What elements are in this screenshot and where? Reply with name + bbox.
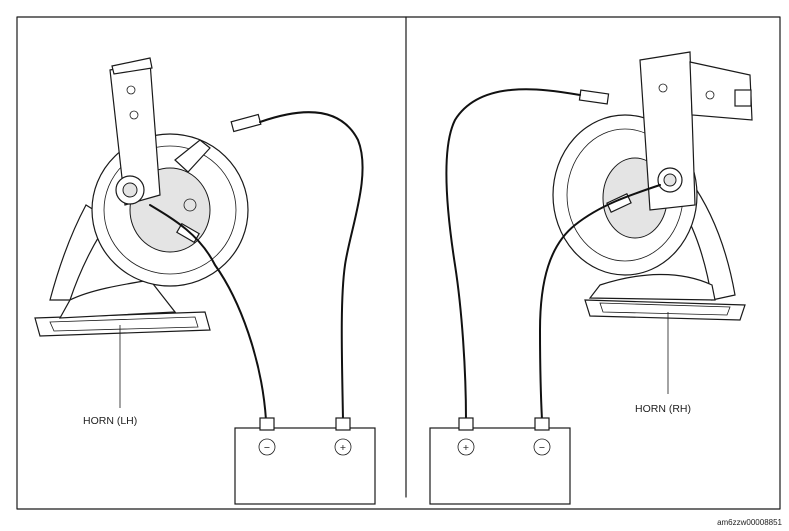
- battery-rh: + −: [429, 417, 571, 505]
- wire-rh-negative: [539, 184, 661, 421]
- wire-rh-positive: [445, 88, 581, 421]
- battery-rh-positive-terminal: +: [463, 442, 469, 454]
- reference-code: am6zzw00008851: [717, 518, 782, 527]
- battery-lh-positive-terminal: +: [340, 442, 346, 454]
- battery-rh-negative-terminal: −: [539, 442, 545, 454]
- wire-lh-negative: [149, 204, 267, 421]
- left-panel: − + HORN (LH): [34, 57, 376, 505]
- horn-rh-label: HORN (RH): [635, 403, 691, 415]
- diagram-frame: [16, 16, 781, 510]
- horn-lh-label: HORN (LH): [83, 415, 137, 427]
- battery-lh-negative-terminal: −: [264, 442, 270, 454]
- wire-lh-positive: [259, 111, 364, 421]
- horn-rh-assembly: [552, 51, 753, 321]
- battery-lh: − +: [234, 417, 376, 505]
- horn-lh-assembly: [34, 57, 262, 337]
- right-panel: + − HORN (RH): [429, 51, 753, 505]
